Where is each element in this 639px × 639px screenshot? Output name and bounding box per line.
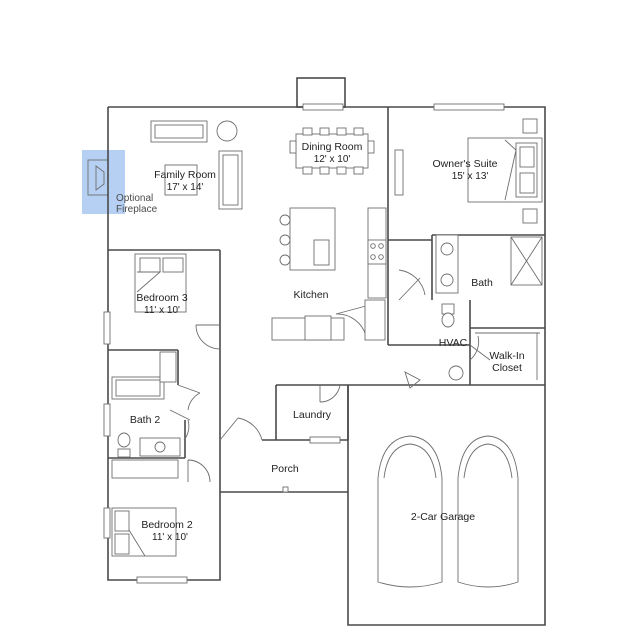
owners-suite-label: Owner's Suite — [432, 158, 497, 170]
walk-in-closet-label: Walk-In — [489, 350, 524, 362]
kitchen-fixtures — [271, 207, 387, 341]
bedroom-2-label: Bedroom 2 — [141, 519, 193, 531]
interior-walls — [108, 107, 545, 459]
owners-bath-fixtures — [435, 234, 543, 381]
bedroom-3-size: 11' x 10' — [144, 305, 180, 316]
bath-2-label: Bath 2 — [130, 414, 161, 426]
family-room-furniture — [150, 120, 243, 210]
kitchen-label: Kitchen — [293, 289, 328, 301]
windows — [103, 103, 505, 584]
family-room-size: 17' x 14' — [167, 182, 204, 193]
bedroom-2-size: 11' x 10' — [152, 532, 188, 543]
fireplace-option-label: Optional — [116, 193, 153, 204]
bath-label: Bath — [471, 277, 493, 289]
bedroom-3-label: Bedroom 3 — [136, 292, 188, 304]
bedroom-3-bed — [134, 253, 187, 313]
dining-room-label: Dining Room — [302, 141, 363, 153]
optional-fireplace-highlight — [82, 150, 125, 214]
laundry-label: Laundry — [293, 409, 332, 421]
dining-table — [289, 127, 375, 175]
owners-suite-furniture — [467, 118, 543, 224]
garage-label: 2-Car Garage — [411, 511, 475, 523]
owners-suite-size: 15' x 13' — [452, 171, 489, 182]
bedroom-2-bed — [111, 507, 177, 557]
garage-cars — [377, 435, 519, 588]
dining-room-size: 12' x 10' — [314, 154, 351, 165]
hvac-label: HVAC — [439, 337, 468, 349]
family-room-label: Family Room — [154, 169, 216, 181]
walk-in-closet-shelving — [475, 332, 540, 380]
doors — [169, 269, 491, 493]
walk-in-closet-label-2: Closet — [492, 362, 522, 374]
fireplace-option-label-2: Fireplace — [116, 204, 158, 215]
bath-2-fixtures — [111, 351, 181, 479]
porch-label: Porch — [271, 463, 299, 475]
chimney — [296, 77, 346, 108]
